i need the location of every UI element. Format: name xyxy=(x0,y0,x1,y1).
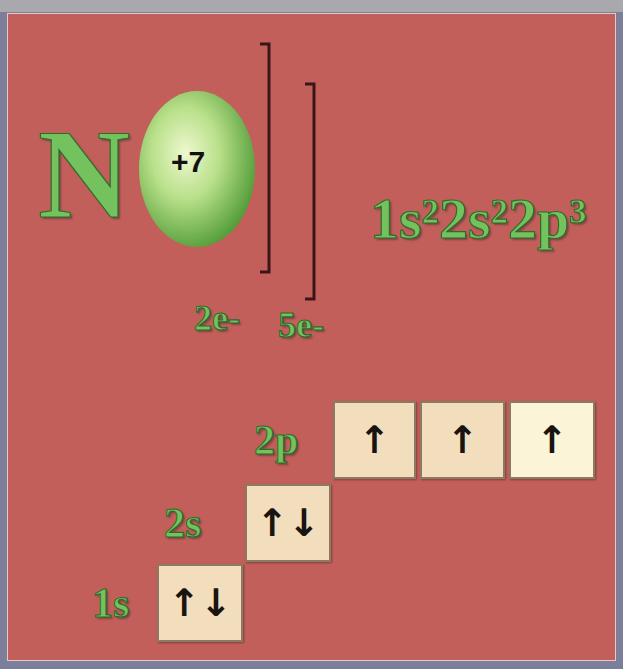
orbital-box: ↑ xyxy=(420,401,505,479)
nucleus-circle: +7 xyxy=(138,90,256,248)
orbital-box: ↑↓ xyxy=(157,564,243,642)
sublevel-label: 1s xyxy=(92,582,129,624)
orbital-box: ↑ xyxy=(333,401,416,479)
nucleus-ellipse xyxy=(139,91,255,247)
electron-arrows: ↑ xyxy=(359,421,391,459)
sublevel-label: 2s xyxy=(164,502,201,544)
electron-arrows: ↑↓ xyxy=(256,504,320,542)
electron-arrows: ↑↓ xyxy=(168,584,232,622)
shell-bracket xyxy=(260,44,269,272)
nuclear-charge: +7 xyxy=(171,145,205,179)
title-bar xyxy=(0,0,623,12)
slide-panel: +7 ↑ ↑ ↑ ↑↓ ↑↓ N 2e- 5e- 1s²2s²2p³ 2p 2s 1s xyxy=(7,13,616,661)
electron-configuration: 1s²2s²2p³ xyxy=(370,190,587,248)
shell-electron-count: 5e- xyxy=(278,307,324,343)
shell-electron-count: 2e- xyxy=(194,300,240,336)
orbital-box: ↑ xyxy=(509,401,595,479)
orbital-box: ↑↓ xyxy=(245,484,331,562)
element-symbol: N xyxy=(38,110,130,238)
sublevel-label: 2p xyxy=(254,419,298,461)
electron-arrows: ↑ xyxy=(536,421,568,459)
shell-bracket xyxy=(305,84,314,299)
electron-arrows: ↑ xyxy=(447,421,479,459)
